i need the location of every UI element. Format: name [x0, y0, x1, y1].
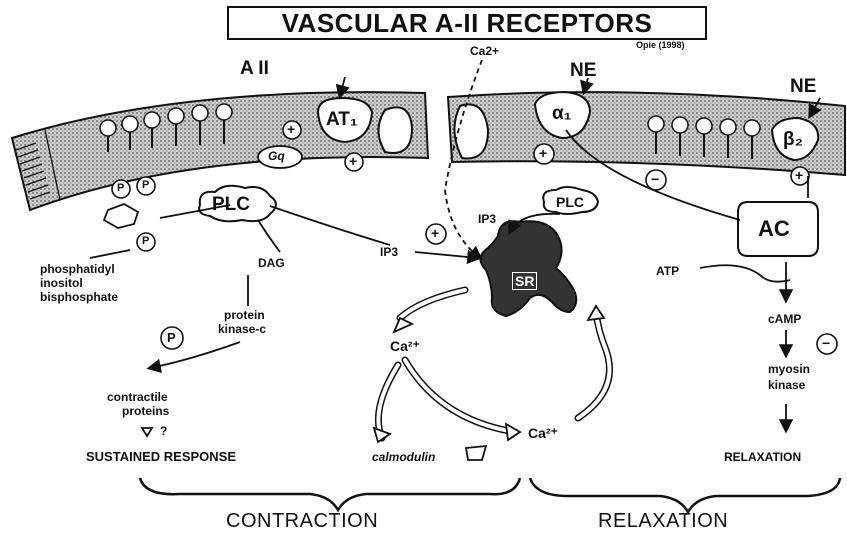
sr-body	[480, 221, 576, 316]
plus-alpha: +	[539, 145, 547, 161]
alpha1-label: α₁	[552, 103, 572, 125]
sr-label: SR	[512, 272, 537, 290]
camp-label: cAMP	[768, 312, 801, 326]
plus-ca: +	[431, 225, 439, 241]
plus-beta: +	[795, 167, 803, 183]
p-label-2: P	[142, 179, 149, 191]
pkc-line-2: kinase-c	[218, 322, 266, 336]
contractile-line-1: contractile	[107, 390, 168, 404]
ion-channel-left	[379, 107, 413, 153]
plc-left-label: PLC	[212, 194, 250, 216]
ne-alpha-label: NE	[570, 60, 596, 82]
ion-channel-right	[454, 104, 488, 158]
plus-at1-a: +	[287, 121, 295, 137]
p-label-1: P	[117, 182, 124, 194]
ne-beta-label: NE	[790, 76, 816, 98]
pkc-line-1: protein	[224, 308, 265, 322]
ca-influx-label: Ca2+	[470, 44, 499, 58]
minus-camp: −	[822, 335, 830, 351]
gq-label: Gq	[268, 149, 285, 163]
contractile-line-2: proteins	[122, 404, 169, 418]
plc-right-label: PLC	[556, 194, 584, 210]
phospholipid-line-1: phosphatidyl	[40, 262, 115, 276]
contraction-label: CONTRACTION	[226, 510, 378, 533]
phospholipid-line-2: inositol	[40, 276, 83, 290]
myosin-line-2: kinase	[768, 378, 805, 392]
relaxation-label: RELAXATION	[598, 510, 728, 533]
a2-label: A II	[240, 58, 269, 80]
ip3-left-label: IP3	[380, 245, 398, 259]
ac-label: AC	[758, 216, 790, 242]
contraction-brace	[140, 478, 520, 510]
beta2-label: β₂	[783, 129, 803, 151]
sustained-response-label: SUSTAINED RESPONSE	[86, 450, 236, 464]
ca-right-label: Ca²⁺	[528, 425, 558, 442]
dag-label: DAG	[258, 256, 285, 270]
citation: Opie (1998)	[636, 40, 685, 50]
phospholipid-hexagon	[104, 204, 138, 228]
diagram-title: VASCULAR A-II RECEPTORS	[227, 6, 707, 40]
atp-label: ATP	[656, 264, 679, 278]
at1-label: AT₁	[326, 109, 358, 131]
phospholipid-line-3: bisphosphate	[40, 290, 118, 304]
ca-left-label: Ca²⁺	[390, 338, 420, 355]
ip3-right-label: IP3	[478, 212, 496, 226]
relaxation-small-label: RELAXATION	[724, 450, 801, 464]
p-label-4: P	[167, 330, 176, 345]
plus-at1-b: +	[349, 153, 357, 169]
p-label-3: P	[142, 235, 149, 247]
question-mark: ?	[160, 424, 167, 438]
minus-alpha: −	[651, 171, 659, 187]
relaxation-brace	[530, 478, 840, 512]
myosin-line-1: myosin	[768, 362, 810, 376]
calmodulin-label: calmodulin	[372, 450, 435, 464]
